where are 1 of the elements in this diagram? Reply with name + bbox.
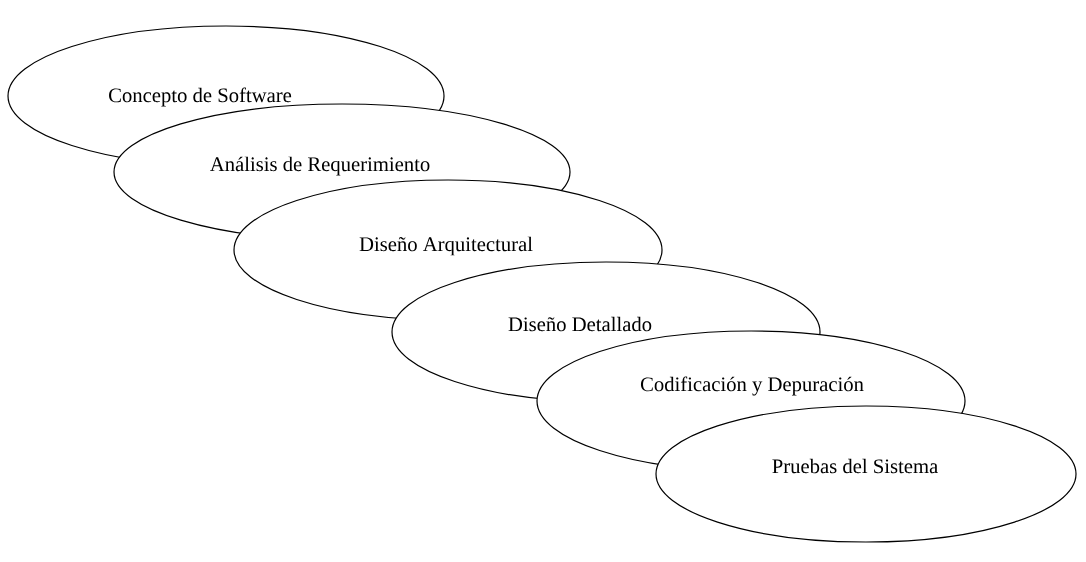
node-label: Pruebas del Sistema — [772, 458, 938, 474]
